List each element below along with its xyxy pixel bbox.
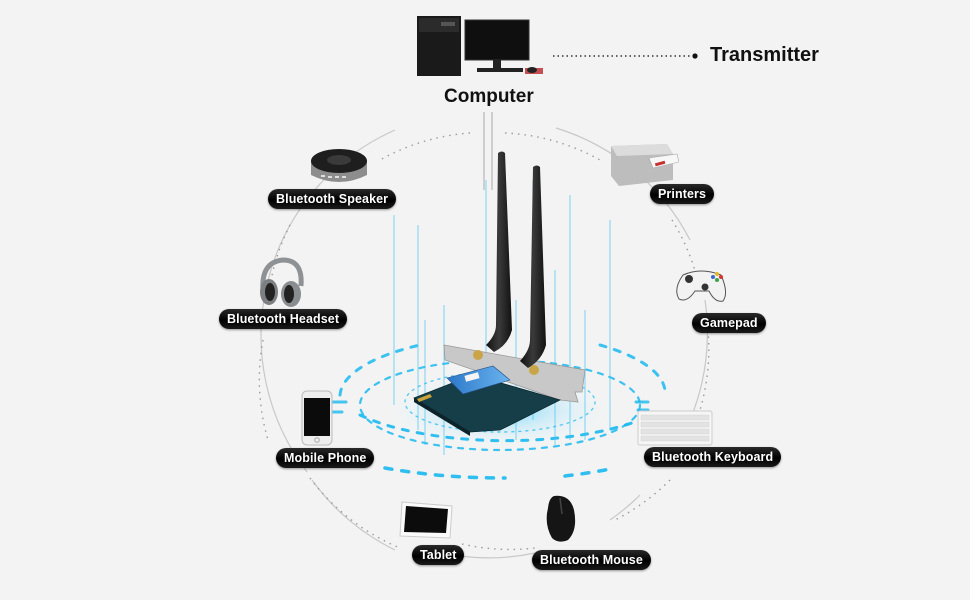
transmitter-label: Transmitter bbox=[710, 44, 819, 66]
keyboard-icon bbox=[637, 410, 713, 446]
smartphone-icon bbox=[301, 390, 333, 446]
device-label-printers: Printers bbox=[650, 184, 715, 204]
device-label-tablet: Tablet bbox=[412, 545, 465, 565]
computer-label: Computer bbox=[444, 86, 534, 107]
printer-icon bbox=[607, 140, 680, 188]
device-label-bluetooth-headset: Bluetooth Headset bbox=[219, 309, 348, 329]
pcie-card-illustration bbox=[413, 344, 586, 436]
computer-connector-line bbox=[483, 112, 493, 190]
device-label-mobile-phone: Mobile Phone bbox=[276, 448, 375, 468]
device-label-gamepad: Gamepad bbox=[692, 313, 766, 333]
computer-icon bbox=[417, 14, 551, 76]
device-label-bluetooth-speaker: Bluetooth Speaker bbox=[268, 189, 397, 209]
speaker-icon bbox=[309, 143, 369, 188]
headphones-icon bbox=[255, 256, 307, 308]
tablet-icon bbox=[398, 500, 454, 540]
antennas bbox=[486, 151, 546, 368]
signal-waves bbox=[328, 343, 667, 480]
device-label-bluetooth-mouse: Bluetooth Mouse bbox=[532, 550, 651, 570]
transmitter-pointer bbox=[553, 53, 698, 59]
gamepad-icon bbox=[675, 265, 727, 305]
device-label-bluetooth-keyboard: Bluetooth Keyboard bbox=[644, 447, 782, 467]
mouse-icon bbox=[544, 494, 580, 544]
